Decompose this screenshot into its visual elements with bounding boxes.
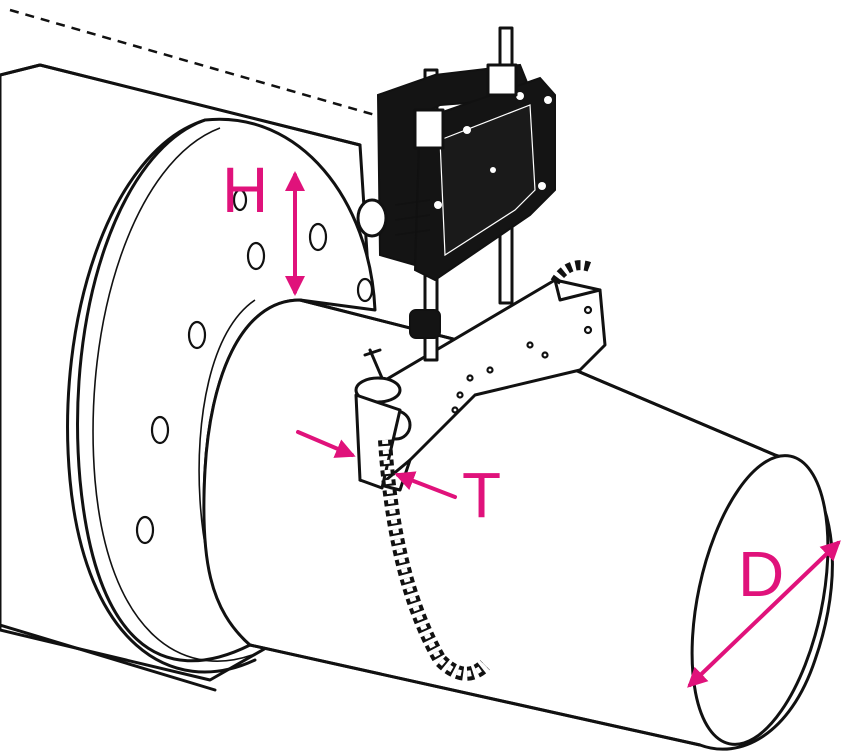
thickness-label: T xyxy=(462,459,501,531)
clamp-screw xyxy=(354,348,402,490)
bolt-hole xyxy=(150,415,170,445)
height-label: H xyxy=(222,154,268,226)
bolt-hole xyxy=(187,320,207,350)
thickness-dimension: T xyxy=(296,430,501,531)
bolt-hole xyxy=(232,188,248,212)
ultrasonic-transducer-icon xyxy=(356,63,556,282)
chain-icon xyxy=(378,260,595,681)
bolt-hole xyxy=(135,515,155,545)
diameter-label: D xyxy=(738,538,784,610)
bolt-hole xyxy=(356,277,374,303)
diameter-dimension: D xyxy=(687,538,841,688)
bolt-hole xyxy=(308,222,328,252)
bolt-hole xyxy=(246,241,266,271)
height-dimension: H xyxy=(222,154,305,296)
